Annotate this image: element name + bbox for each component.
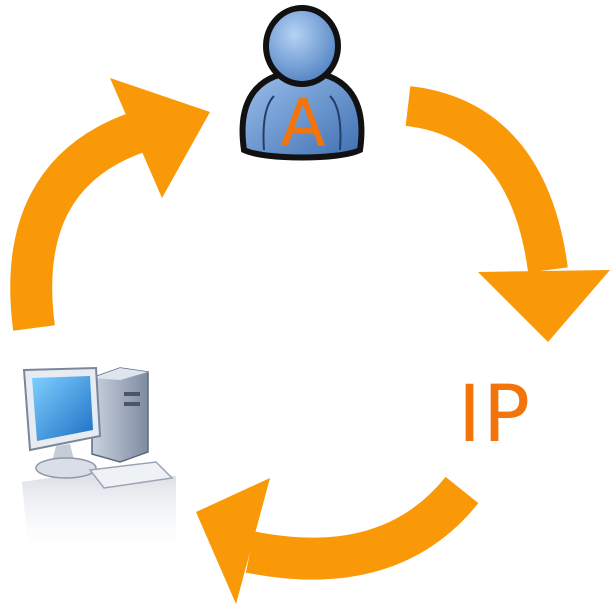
computer-tower [91,367,149,463]
arrow-ip-to-computer-shaft [245,476,479,580]
user-head [263,5,341,87]
computer-reflection [22,470,176,560]
arrow-computer-to-user [10,78,210,331]
arrow-user-to-ip-head [478,270,610,342]
computer-keyboard [88,461,174,489]
user-label: A [280,85,325,162]
arrow-user-to-ip [405,86,610,342]
arrow-ip-to-computer-head [196,478,270,604]
desktop-computer-icon [22,366,176,560]
user-icon: A [239,5,365,162]
arrow-computer-to-user-head [110,78,210,198]
user-body [239,68,365,161]
ip-label: IP [458,370,533,460]
arrow-computer-to-user-shaft [10,112,146,331]
computer-base [35,457,97,479]
arrow-user-to-ip-shaft [405,86,568,273]
computer-screen [32,376,93,441]
arrow-ip-to-computer [196,476,479,604]
